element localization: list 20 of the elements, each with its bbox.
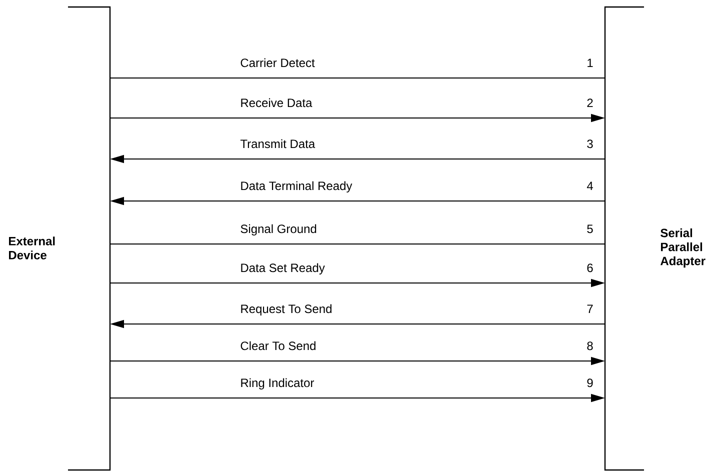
pin-number: 9 xyxy=(587,378,593,388)
signal-name: Receive Data xyxy=(241,98,312,108)
pin-number: 6 xyxy=(587,264,593,272)
signal-name: Request To Send xyxy=(241,304,332,316)
signal-name: Data Terminal Ready xyxy=(241,181,352,192)
pin-number: 1 xyxy=(588,58,593,67)
signal-name: Ring Indicator xyxy=(241,378,314,390)
signal-name: Transmit Data xyxy=(240,139,316,148)
signal-name: Carrier Detect xyxy=(240,58,315,68)
pin-number: 4 xyxy=(586,182,593,190)
signal-name: Clear To Send xyxy=(240,341,316,350)
device-label: Serial Parallel Adapter xyxy=(660,228,706,268)
pin-number: 3 xyxy=(587,140,593,148)
pin-number: 2 xyxy=(587,98,593,107)
signal-name: Signal Ground xyxy=(240,224,316,236)
device-label: External Device xyxy=(9,236,55,260)
pin-number: 5 xyxy=(587,224,593,234)
pin-number: 7 xyxy=(587,304,593,313)
signal-name: Data Set Ready xyxy=(241,263,325,274)
pin-number: 8 xyxy=(587,342,593,350)
